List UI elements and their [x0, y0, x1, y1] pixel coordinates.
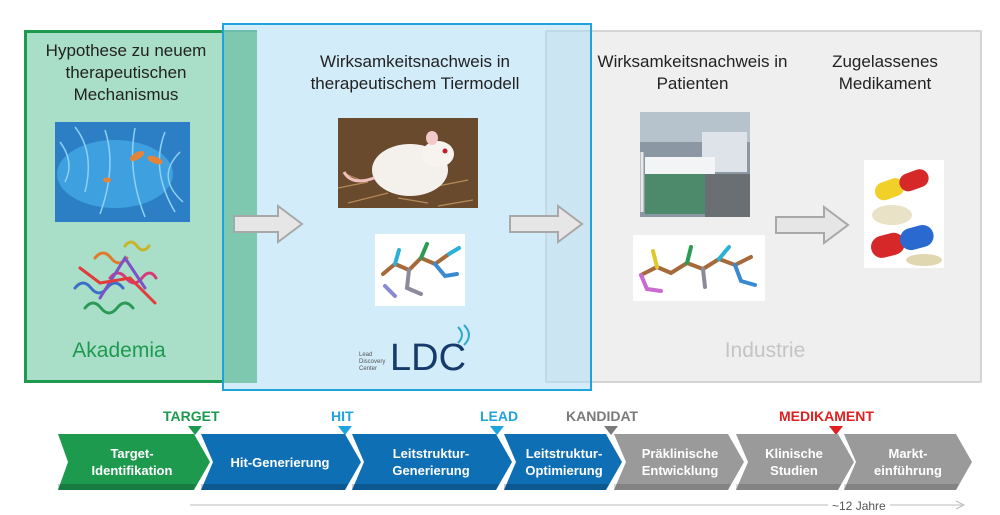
pills-image	[864, 160, 944, 268]
stage-label: Präklinische	[641, 446, 719, 461]
arrow-icon	[775, 205, 850, 245]
stage-label: Leitstruktur-	[525, 446, 603, 461]
svg-text:LDC: LDC	[390, 337, 466, 373]
timeline-label: ~12 Jahre	[828, 499, 890, 513]
arrow-icon	[233, 204, 304, 244]
molecule-image-industrie	[633, 235, 765, 301]
zone-overlap	[224, 32, 257, 383]
milestone-kandidat-marker	[604, 426, 618, 435]
stage-label: Identifikation	[91, 463, 173, 478]
arrow-icon	[509, 204, 584, 244]
industrie-label: Industrie	[724, 339, 806, 362]
milestone-lead-marker	[490, 426, 504, 435]
stage-hit-generierung: Hit-Generierung	[201, 434, 361, 490]
svg-text:Discovery: Discovery	[359, 359, 385, 365]
stage-label: Target-	[110, 446, 154, 461]
milestone-hit-marker	[338, 426, 352, 435]
stage-label: Klinische	[765, 446, 823, 461]
hospital-bed-image	[640, 112, 750, 217]
mouse-image	[338, 118, 478, 208]
stage-label: Leitstruktur-	[392, 446, 470, 461]
stage-leitstruktur-optimierung: Leitstruktur- Optimierung	[504, 434, 622, 490]
milestone-target-marker	[188, 426, 202, 435]
milestone-medikament: MEDIKAMENT	[779, 408, 874, 424]
milestone-kandidat: KANDIDAT	[566, 408, 639, 424]
stage-label: Markt-	[888, 446, 928, 461]
industrie-title-drug: Zugelassenes Medikament	[832, 52, 938, 93]
ldc-title: Wirksamkeitsnachweis in therapeutischem …	[310, 52, 520, 93]
stage-markteinfuehrung: Markt-einführung	[844, 434, 972, 490]
ldc-logo: Lead Discovery Center LDC	[359, 324, 470, 373]
stage-label: Entwicklung	[641, 463, 719, 478]
milestone-hit: HIT	[331, 408, 354, 424]
stage-label: Optimierung	[525, 463, 603, 478]
svg-text:Lead: Lead	[359, 352, 372, 358]
milestone-lead: LEAD	[480, 408, 519, 424]
milestone-medikament-marker	[829, 426, 843, 435]
industrie-title-patients: Wirksamkeitsnachweis in Patienten	[597, 52, 788, 93]
stage-label: Hit-Generierung	[230, 454, 330, 470]
stage-label: Studien	[770, 463, 818, 478]
svg-text:Center: Center	[359, 366, 377, 372]
protein-structure-image	[65, 228, 170, 328]
akademia-label: Akademia	[72, 339, 166, 362]
stage-label: Generierung	[392, 463, 470, 478]
milestone-target: TARGET	[163, 408, 220, 424]
akademia-title: Hypothese zu neuem therapeutischen Mecha…	[45, 41, 207, 104]
bacteria-image	[55, 122, 190, 222]
molecule-image	[375, 234, 465, 306]
stage-label: einführung	[874, 463, 942, 478]
stage-target-identifikation: Target- Identifikation	[58, 434, 210, 490]
stage-leitstruktur-generierung: Leitstruktur- Generierung	[352, 434, 512, 490]
